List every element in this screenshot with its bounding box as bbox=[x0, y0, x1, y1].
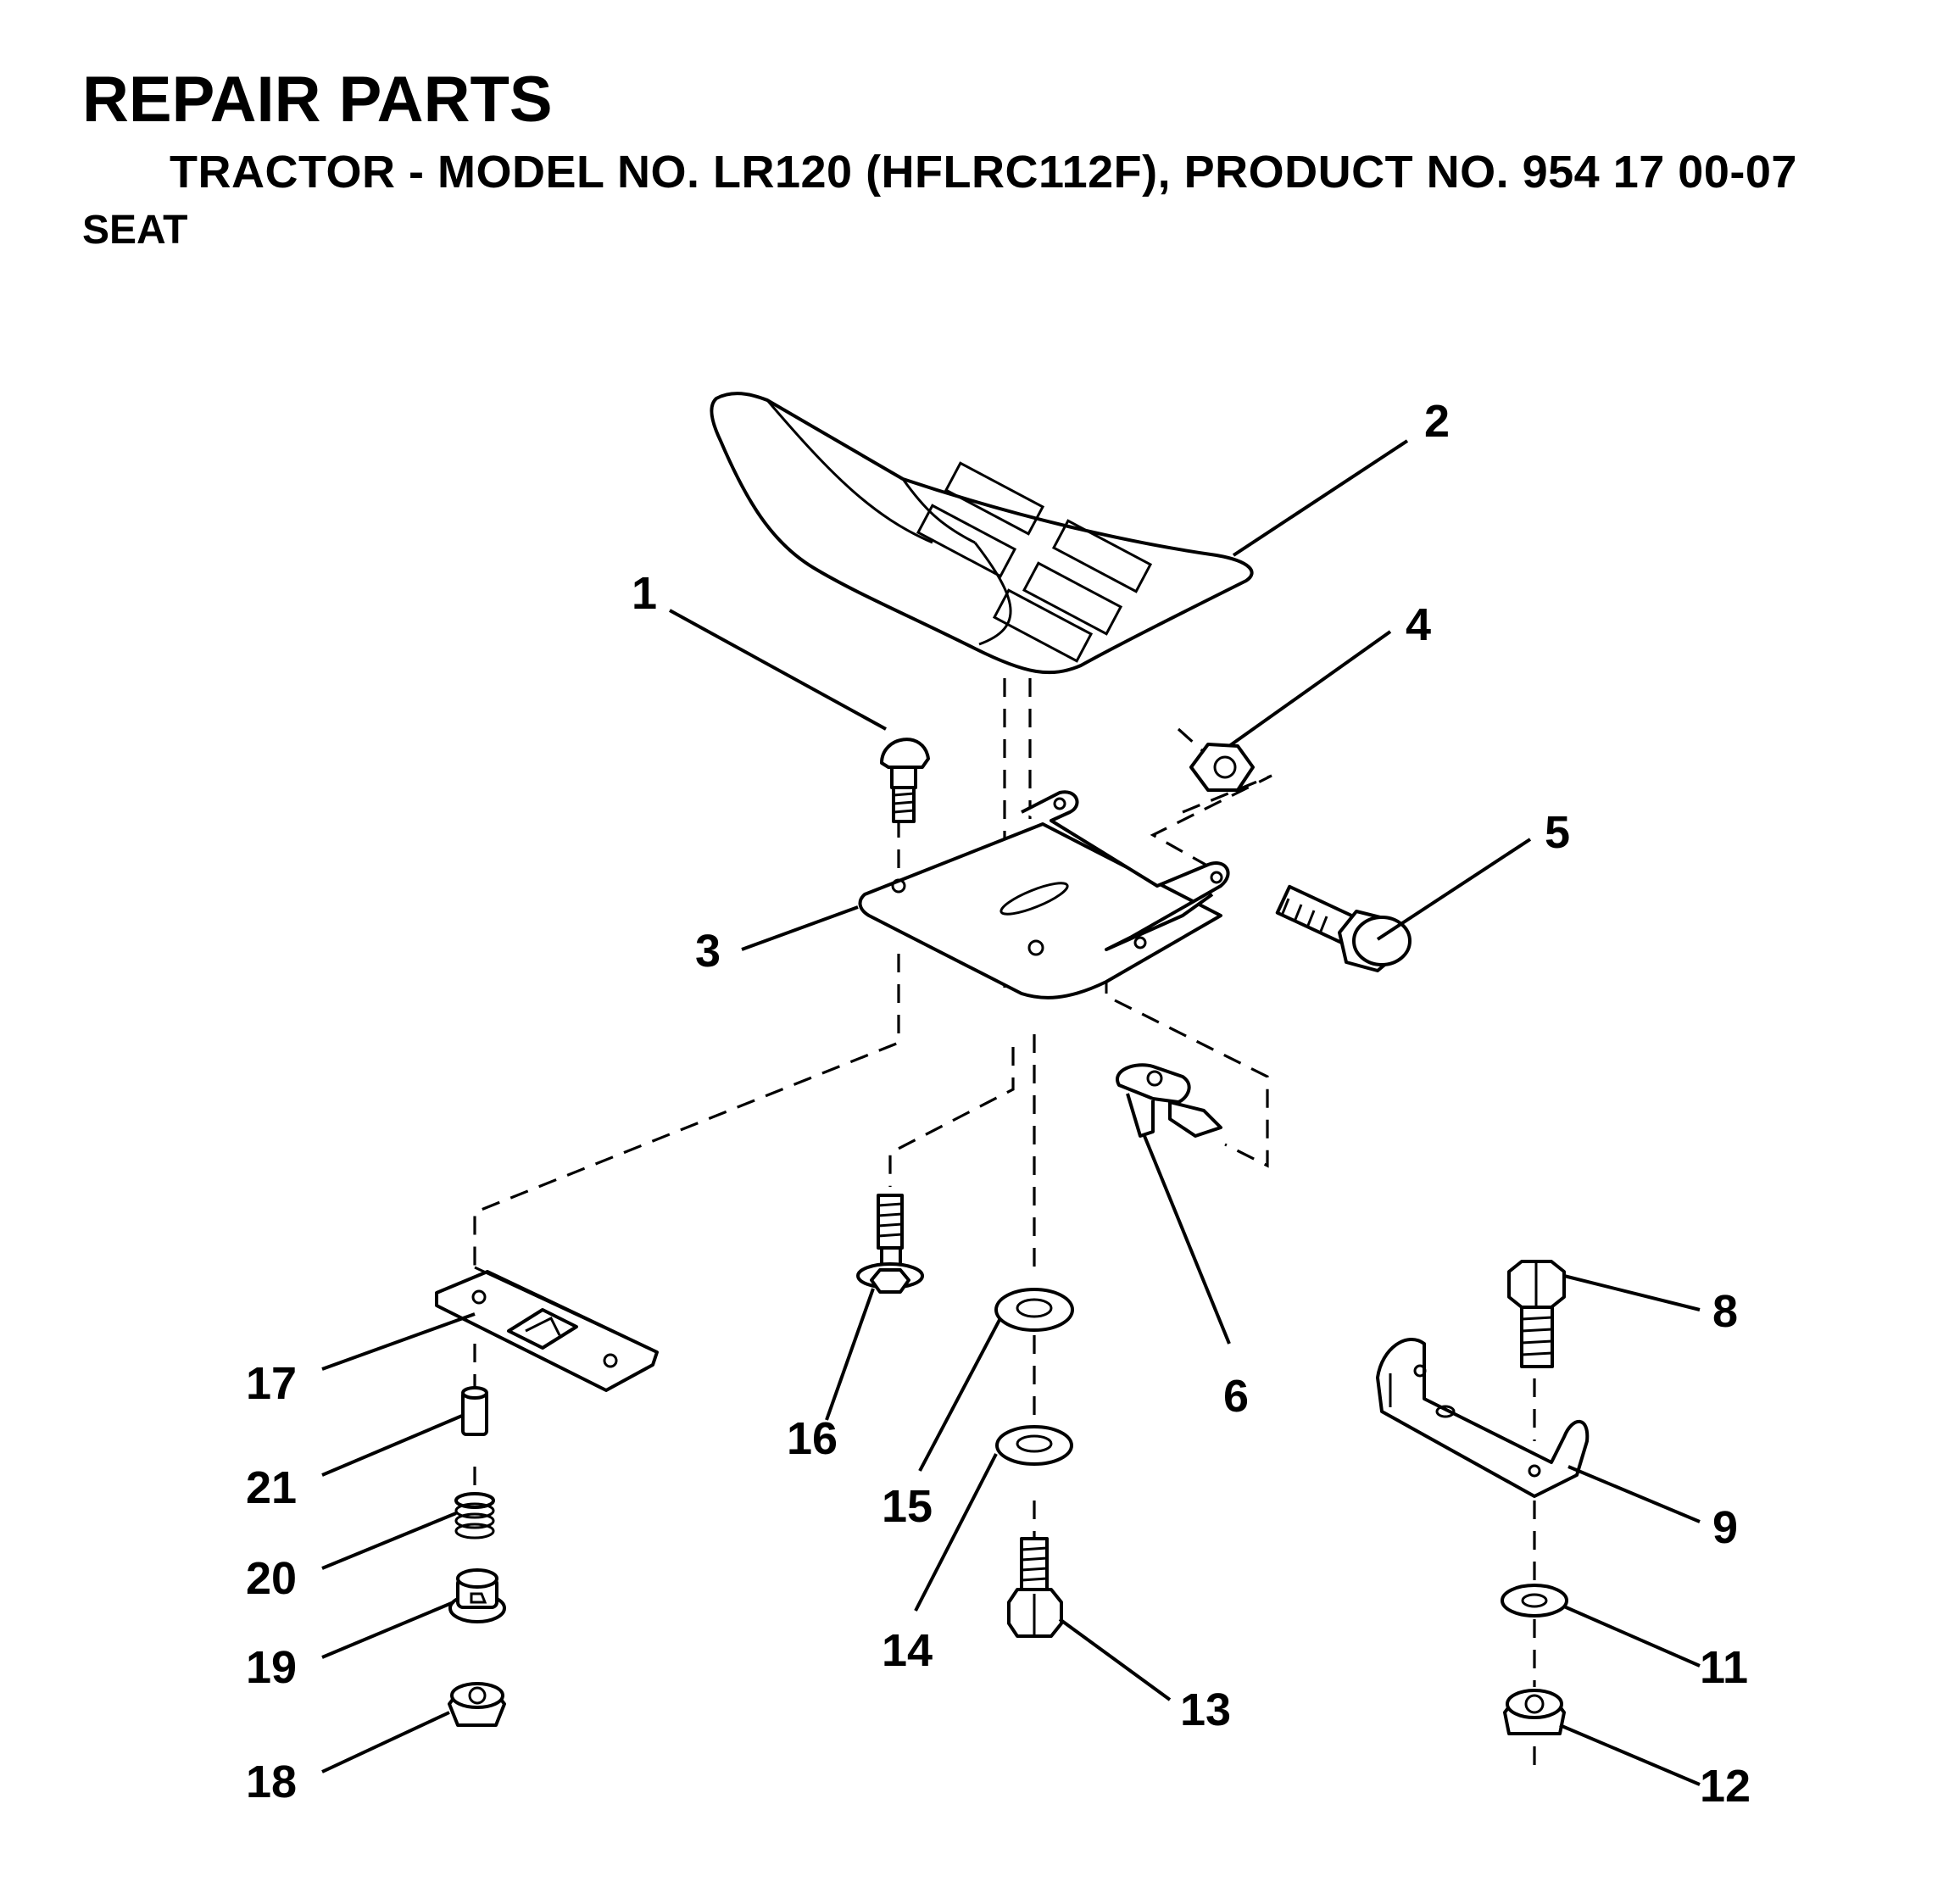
callout-20: 20 bbox=[246, 1553, 297, 1604]
page-title: REPAIR PARTS bbox=[82, 64, 553, 136]
seat-switch-part bbox=[1116, 1063, 1222, 1138]
lock-nut-part bbox=[1503, 1689, 1566, 1735]
callout-labels: 1 2 3 4 5 6 8 9 11 12 13 14 15 16 17 18 … bbox=[246, 396, 1751, 1812]
spring-part bbox=[454, 1492, 495, 1540]
hex-bolt-13-part bbox=[1007, 1537, 1063, 1638]
mounting-bracket-part bbox=[1376, 1338, 1590, 1498]
callout-3: 3 bbox=[695, 926, 721, 977]
carriage-bolt-part bbox=[880, 738, 930, 823]
leader-lines bbox=[321, 439, 1701, 1786]
callout-21: 21 bbox=[246, 1462, 297, 1513]
callout-11: 11 bbox=[1700, 1642, 1748, 1693]
callout-12: 12 bbox=[1700, 1761, 1751, 1812]
callout-19: 19 bbox=[246, 1642, 297, 1693]
callout-9: 9 bbox=[1712, 1502, 1738, 1553]
callout-5: 5 bbox=[1545, 807, 1570, 858]
hex-nut-part bbox=[1189, 743, 1255, 792]
callout-16: 16 bbox=[787, 1413, 838, 1464]
callout-13: 13 bbox=[1180, 1684, 1231, 1735]
section-heading: SEAT bbox=[82, 208, 188, 253]
callout-1: 1 bbox=[632, 568, 657, 619]
lock-washer-part bbox=[995, 1425, 1073, 1466]
pin-part bbox=[461, 1386, 488, 1436]
seat-pan-part bbox=[858, 790, 1230, 999]
callout-6: 6 bbox=[1223, 1371, 1249, 1422]
flange-nut-part bbox=[448, 1682, 506, 1727]
callout-14: 14 bbox=[882, 1625, 933, 1676]
callout-4: 4 bbox=[1406, 599, 1431, 650]
washer-11-part bbox=[1501, 1584, 1568, 1618]
hex-bolt-part bbox=[1275, 884, 1412, 972]
callout-15: 15 bbox=[882, 1481, 933, 1532]
hex-bolt-8-part bbox=[1507, 1260, 1566, 1368]
flat-washer-part bbox=[994, 1288, 1074, 1332]
callout-17: 17 bbox=[246, 1358, 297, 1409]
knob-part bbox=[448, 1568, 506, 1623]
callout-2: 2 bbox=[1424, 396, 1450, 447]
model-subtitle: TRACTOR - MODEL NO. LR120 (HFLRC112F), P… bbox=[170, 147, 1797, 198]
seat-part bbox=[710, 392, 1254, 675]
shoulder-bolt-part bbox=[856, 1194, 924, 1294]
callout-8: 8 bbox=[1712, 1286, 1738, 1337]
slide-rail-part bbox=[435, 1266, 659, 1392]
callout-18: 18 bbox=[246, 1757, 297, 1807]
